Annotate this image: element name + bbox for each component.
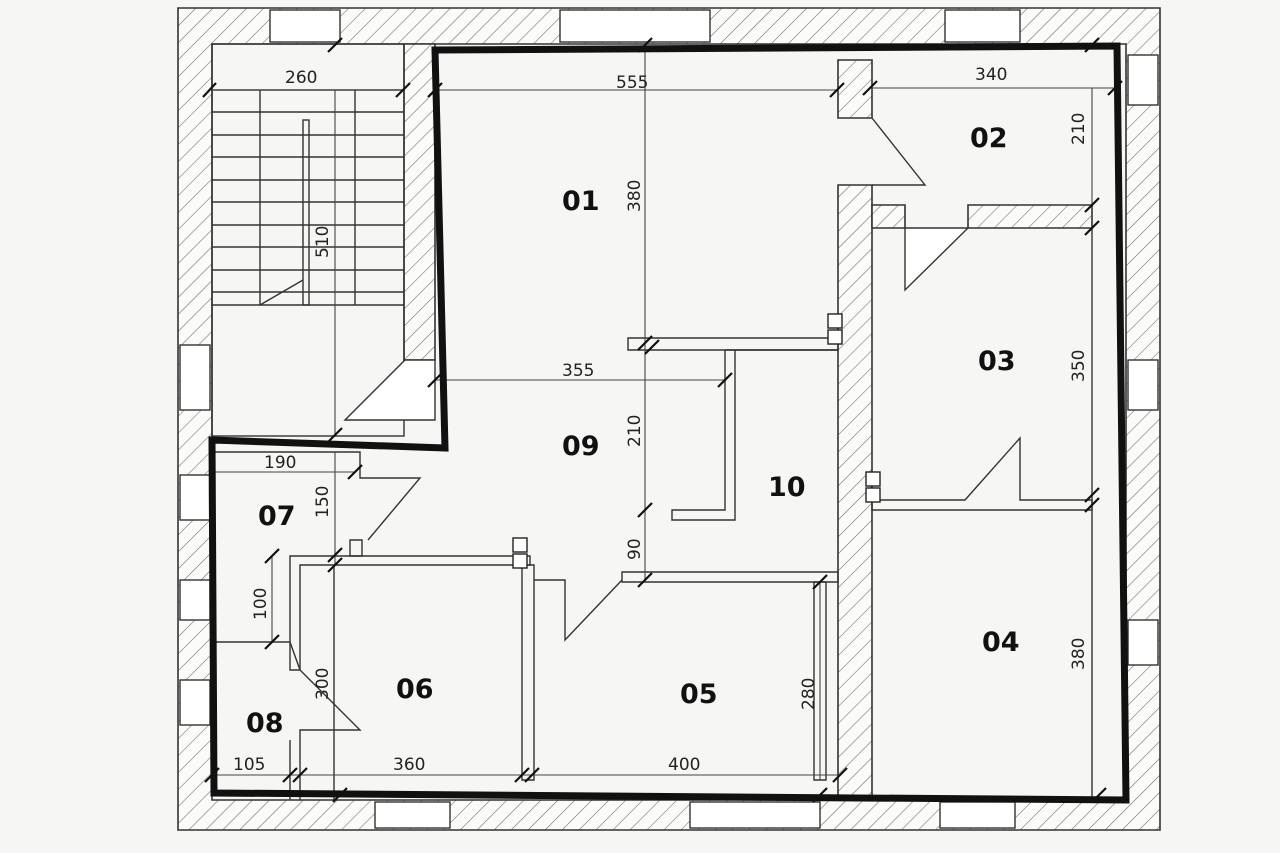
dim-stair-width: 260: [285, 68, 317, 88]
dim-room01-height: 380: [625, 180, 645, 212]
room-label-02: 02: [970, 123, 1008, 154]
apartment-boundary: [208, 42, 1130, 804]
staircase: [211, 43, 436, 437]
dim-room02-width: 340: [975, 65, 1007, 85]
dim-room08-width: 105: [233, 755, 265, 775]
dim-room06-height: 300: [313, 668, 333, 700]
dim-room07-height: 150: [313, 486, 333, 518]
exterior-walls: [177, 7, 1161, 831]
room-label-09: 09: [562, 431, 600, 462]
room-label-03: 03: [978, 346, 1016, 377]
dim-passage-width: 90: [625, 538, 645, 560]
room-label-06: 06: [396, 674, 434, 705]
dim-room09-height: 210: [625, 415, 645, 447]
dim-room05-width: 400: [668, 755, 700, 775]
dim-room07-width: 190: [264, 453, 296, 473]
vent-ducts: [512, 313, 881, 569]
room-label-07: 07: [258, 501, 296, 532]
room-labels: 01 02 03 04 05 06 07 08 09 10: [246, 123, 1020, 739]
interior-walls: [403, 43, 1093, 801]
room-label-05: 05: [680, 679, 718, 710]
room-label-08: 08: [246, 708, 284, 739]
dim-room01-width: 555: [616, 73, 648, 93]
dimension-lines: [212, 44, 1115, 780]
room-label-04: 04: [982, 627, 1020, 658]
dim-room06-width: 360: [393, 755, 425, 775]
dim-room02-height: 210: [1069, 113, 1089, 145]
dim-room03-height: 350: [1069, 350, 1089, 382]
dim-room09-width: 355: [562, 361, 594, 381]
dimension-labels: 260 510 555 380 340 210 350 380 355 210 …: [233, 65, 1089, 775]
room-label-10: 10: [768, 472, 806, 503]
partitions: [212, 117, 1093, 800]
windows: [179, 9, 1159, 829]
dim-room05-height: 280: [799, 678, 819, 710]
dim-corridor-height: 100: [251, 588, 271, 620]
dim-stair-length: 510: [313, 226, 333, 258]
room-label-01: 01: [562, 186, 600, 217]
dim-room04-height: 380: [1069, 638, 1089, 670]
